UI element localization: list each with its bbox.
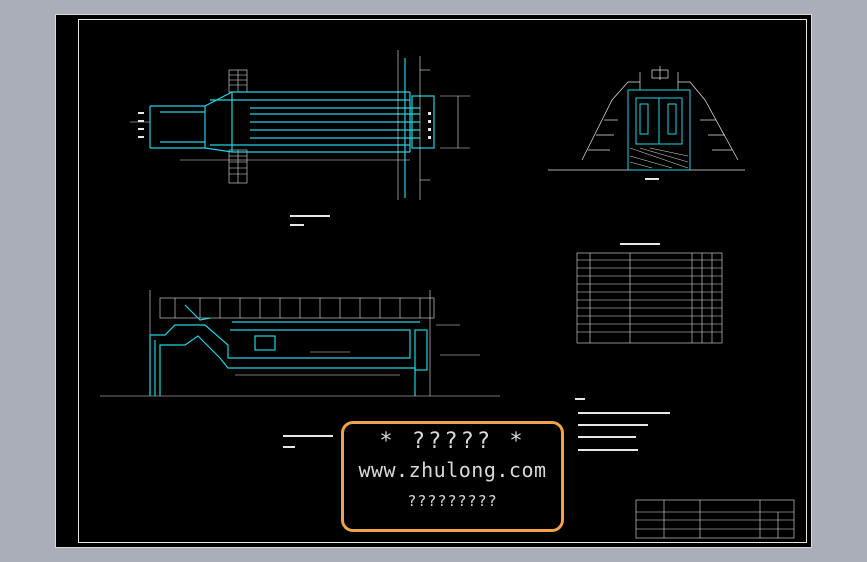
title-block xyxy=(635,499,795,539)
longitudinal-section xyxy=(100,290,500,448)
watermark-url: www.zhulong.com xyxy=(358,458,547,482)
materials-table xyxy=(576,243,723,344)
drawing-border xyxy=(78,19,807,543)
watermark-box: * ????? * www.zhulong.com ????????? xyxy=(341,421,564,532)
plan-view xyxy=(130,50,470,226)
watermark-caption: ????????? xyxy=(407,492,498,510)
cross-section xyxy=(548,66,745,180)
watermark-stars: * ????? * xyxy=(379,429,526,454)
notes-block xyxy=(575,398,670,451)
